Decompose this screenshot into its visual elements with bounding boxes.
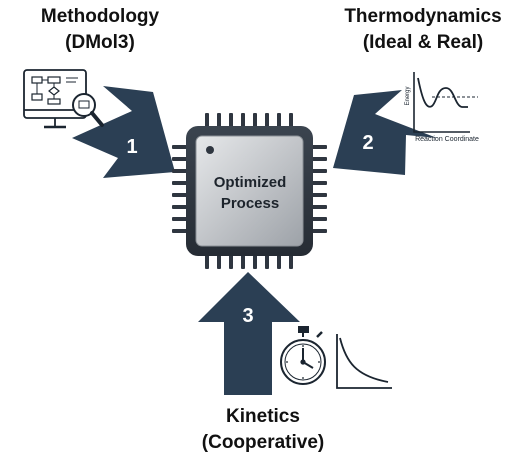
arrow-three-number: 3 [242, 305, 253, 327]
chip-dot [206, 146, 214, 154]
arrow-two-number: 2 [362, 132, 373, 154]
chip-label-line2: Process [221, 195, 279, 212]
arrow-two: 2 [333, 90, 437, 175]
arrow-one-number: 1 [126, 136, 137, 158]
energy-graph-icon: Energy Reaction Coordinate [405, 72, 479, 143]
kinetics-subtitle: (Cooperative) [201, 432, 325, 453]
thermodynamics-title: Thermodynamics [344, 6, 502, 27]
stopwatch-icon [280, 326, 326, 385]
methodology-label: Methodology (DMol3) [0, 4, 200, 56]
decay-curve-icon [336, 334, 392, 389]
chip-label-line1: Optimized [214, 174, 287, 191]
thermodynamics-label: Thermodynamics (Ideal & Real) [318, 4, 526, 56]
arrow-one: 1 [72, 86, 175, 178]
chip-pins [172, 113, 327, 269]
kinetics-title: Kinetics [226, 406, 300, 427]
thermodynamics-subtitle: (Ideal & Real) [362, 32, 484, 53]
arrow-three: 3 [198, 272, 300, 395]
monitor-flowchart-magnifier-icon [23, 69, 104, 129]
energy-graph-xlabel: Reaction Coordinate [415, 136, 479, 143]
kinetics-label: Kinetics (Cooperative) [150, 404, 376, 456]
methodology-subtitle: (DMol3) [65, 32, 135, 53]
energy-graph-ylabel: Energy [405, 86, 411, 105]
processor-chip: Optimized Process [172, 113, 327, 269]
methodology-title: Methodology [40, 6, 160, 27]
